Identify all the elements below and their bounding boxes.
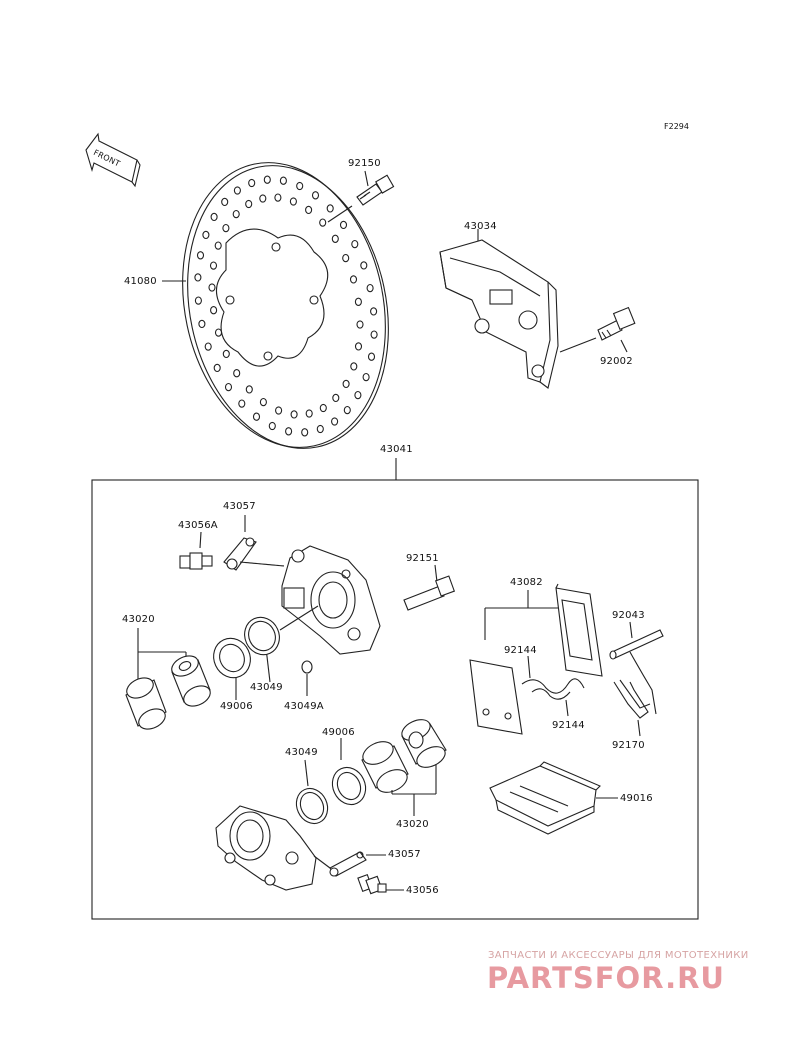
bolt-92150 bbox=[356, 174, 395, 206]
label-43034: 43034 bbox=[464, 221, 497, 232]
piston-upper-2 bbox=[171, 655, 211, 707]
clip-43057-upper bbox=[223, 537, 257, 571]
label-43020-lower: 43020 bbox=[396, 819, 429, 830]
label-92043: 92043 bbox=[612, 610, 645, 621]
caliper-body-lower bbox=[215, 805, 317, 891]
pad-spring-49016 bbox=[489, 761, 601, 835]
label-92144-upper: 92144 bbox=[504, 645, 537, 656]
bolt-92002 bbox=[597, 306, 636, 341]
figure-code: F2294 bbox=[664, 122, 689, 131]
label-49006-upper: 49006 bbox=[220, 701, 253, 712]
label-43057-upper: 43057 bbox=[223, 501, 256, 512]
label-41080: 41080 bbox=[124, 276, 157, 287]
brake-disc bbox=[182, 162, 389, 449]
label-92170: 92170 bbox=[612, 740, 645, 751]
clip-43057-lower bbox=[329, 851, 367, 877]
caliper-bracket bbox=[439, 229, 559, 389]
brake-pad-rear bbox=[555, 583, 603, 677]
label-92151: 92151 bbox=[406, 553, 439, 564]
label-49006-lower: 49006 bbox=[322, 727, 355, 738]
bleeder-valve-43056 bbox=[357, 874, 387, 895]
label-92002: 92002 bbox=[600, 356, 633, 367]
caliper-body-upper bbox=[281, 545, 381, 655]
label-43057-lower: 43057 bbox=[388, 849, 421, 860]
piston-lower-2 bbox=[401, 719, 447, 768]
caliper-assembly-box bbox=[91, 479, 699, 920]
label-92150: 92150 bbox=[348, 158, 381, 169]
seal-43049a bbox=[301, 660, 313, 674]
pin-92043 bbox=[609, 629, 664, 660]
spring-92144-a bbox=[521, 678, 585, 694]
front-arrow-icon bbox=[85, 132, 141, 188]
seal-49006-lower bbox=[331, 766, 367, 806]
bolt-92151 bbox=[403, 575, 456, 611]
piston-lower-1 bbox=[361, 741, 409, 793]
label-43020-upper: 43020 bbox=[122, 614, 155, 625]
piston-upper-1 bbox=[125, 677, 167, 730]
watermark-tagline: ЗАПЧАСТИ И АКСЕССУАРЫ ДЛЯ МОТОТЕХНИКИ bbox=[488, 950, 749, 961]
brake-pad-front bbox=[469, 659, 523, 735]
label-49016: 49016 bbox=[620, 793, 653, 804]
label-43049a: 43049A bbox=[284, 701, 324, 712]
label-43082: 43082 bbox=[510, 577, 543, 588]
watermark-logo: PARTSFOR.RU bbox=[487, 961, 725, 995]
label-43041: 43041 bbox=[380, 444, 413, 455]
bleeder-valve-43056a bbox=[179, 552, 213, 570]
label-43056: 43056 bbox=[406, 885, 439, 896]
clip-92170 bbox=[613, 651, 657, 719]
seal-43049-lower bbox=[295, 787, 329, 825]
label-92144-lower: 92144 bbox=[552, 720, 585, 731]
label-43049-lower: 43049 bbox=[285, 747, 318, 758]
label-43056a: 43056A bbox=[178, 520, 218, 531]
label-43049-upper: 43049 bbox=[250, 682, 283, 693]
